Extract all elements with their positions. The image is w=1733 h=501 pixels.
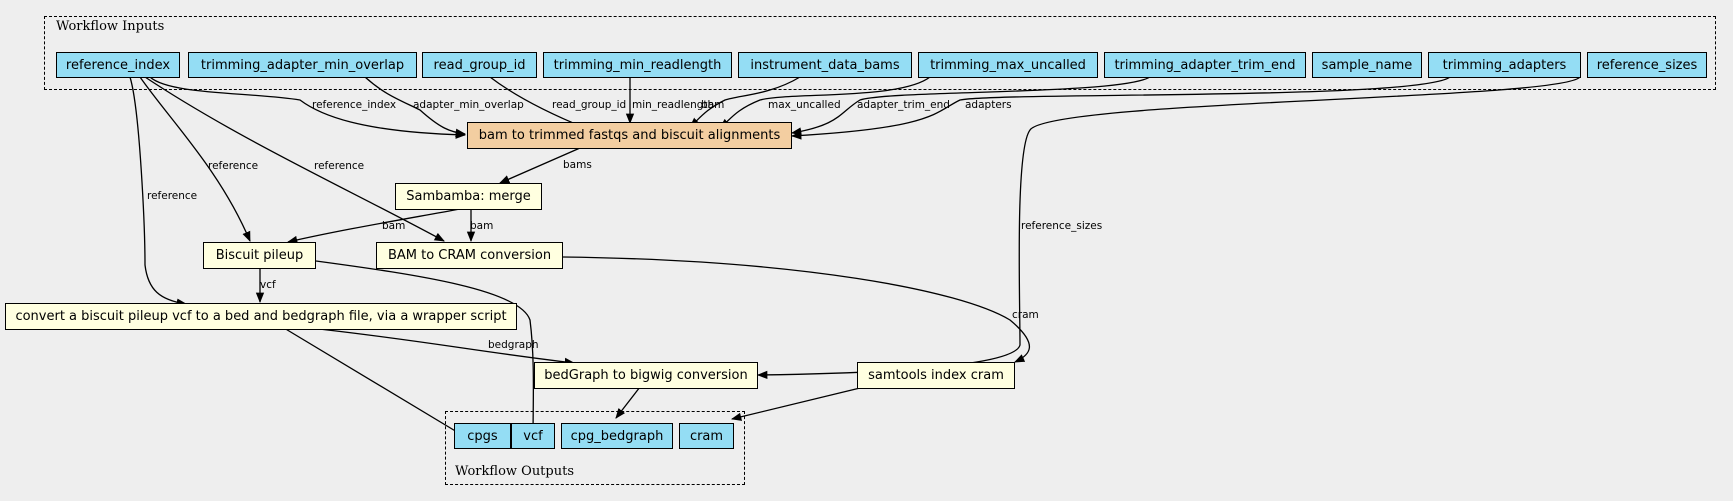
label-reference-2: reference [314,160,364,172]
label-bam-pileup: bam [382,220,405,232]
input-reference-index[interactable]: reference_index [56,52,180,78]
label-vcf: vcf [260,279,276,291]
input-sample-name[interactable]: sample_name [1312,52,1422,78]
output-cram[interactable]: cram [679,423,734,449]
label-reference-index: reference_index [312,99,396,111]
label-cram: cram [1012,309,1039,321]
edge-bigwig-to-bedgraph-out [615,386,641,419]
edge-index-to-cram-out [730,387,861,421]
label-reference-1: reference [208,160,258,172]
input-reference-sizes[interactable]: reference_sizes [1587,52,1707,78]
edge-vcf2bed-to-bigwig [309,327,576,367]
edge-refsizes-to-bigwig [756,76,1581,380]
step-samtools-index-cram[interactable]: samtools index cram [857,362,1015,389]
label-read-group-id: read_group_id [552,99,626,111]
input-instrument-data-bams[interactable]: instrument_data_bams [738,52,912,78]
label-adapter-trim-end: adapter_trim_end [857,99,950,111]
edge-max-uncalled-to-trim [719,76,931,129]
edge-cram-to-index [562,256,1031,363]
label-reference-3: reference [147,190,197,202]
edge-ref-to-cram [144,76,445,242]
label-bams: bams [563,159,592,171]
step-biscuit-pileup[interactable]: Biscuit pileup [203,242,316,269]
input-trimming-adapter-trim-end[interactable]: trimming_adapter_trim_end [1104,52,1306,78]
edge-merge-to-pileup [286,208,461,244]
edge-trim-to-merge [499,147,581,184]
step-vcf-to-bed-bedgraph[interactable]: convert a biscuit pileup vcf to a bed an… [5,303,517,330]
output-cpgs[interactable]: cpgs [454,423,511,449]
step-bam-to-cram[interactable]: BAM to CRAM conversion [376,242,563,269]
edge-trim-end-to-trim [790,76,1151,136]
label-bedgraph: bedgraph [488,339,539,351]
label-min-readlength: min_readlength [632,99,714,111]
edge-ref-to-vcf2bed [129,76,188,307]
edge-pileup-to-vcf-out [315,260,538,443]
step-bedgraph-to-bigwig[interactable]: bedGraph to bigwig conversion [534,362,758,389]
label-bam-input: bam [701,99,724,111]
input-trimming-min-readlength[interactable]: trimming_min_readlength [543,52,732,78]
outputs-cluster-label: Workflow Outputs [455,464,574,479]
output-cpg-bedgraph[interactable]: cpg_bedgraph [561,423,673,449]
input-trimming-adapter-min-overlap[interactable]: trimming_adapter_min_overlap [188,52,417,78]
input-read-group-id[interactable]: read_group_id [422,52,537,78]
step-bam-to-trimmed-fastqs[interactable]: bam to trimmed fastqs and biscuit alignm… [467,122,792,149]
input-trimming-max-uncalled[interactable]: trimming_max_uncalled [918,52,1098,78]
edge-reference-index-to-trim [149,76,467,139]
outputs-cluster [445,411,745,485]
label-adapter-min-overlap: adapter_min_overlap [413,99,524,111]
label-reference-sizes: reference_sizes [1021,220,1102,232]
input-trimming-adapters[interactable]: trimming_adapters [1428,52,1581,78]
edge-instrument-bams-to-trim [689,76,801,128]
inputs-cluster [44,16,1716,90]
label-max-uncalled: max_uncalled [768,99,841,111]
output-vcf[interactable]: vcf [511,423,555,449]
step-sambamba-merge[interactable]: Sambamba: merge [395,183,542,210]
edge-ref-to-pileup [139,76,251,242]
label-bam-cram: bam [470,220,493,232]
inputs-cluster-label: Workflow Inputs [56,19,165,34]
label-adapters: adapters [965,99,1012,111]
edge-vcf2bed-to-cpgs [283,327,473,442]
